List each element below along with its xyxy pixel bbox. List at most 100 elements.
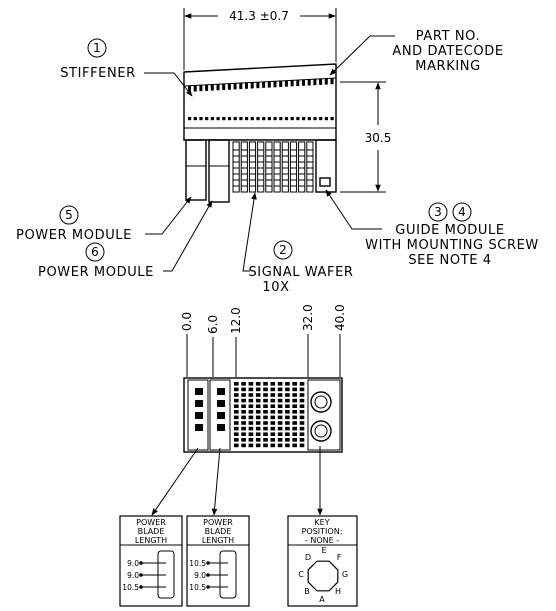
signal-pin bbox=[270, 421, 276, 425]
blade2-title-2: BLADE bbox=[205, 527, 232, 536]
signal-pin bbox=[263, 432, 268, 436]
stiffener-tooth bbox=[296, 80, 300, 87]
pos-label-6: 6.0 bbox=[206, 315, 220, 334]
stiffener-dot bbox=[188, 117, 192, 121]
stiffener-body bbox=[183, 63, 337, 141]
signal-pin bbox=[277, 410, 283, 414]
blade2-title-1: POWER bbox=[203, 518, 233, 527]
stiffener-dot bbox=[222, 117, 226, 121]
signal-pin bbox=[277, 404, 283, 408]
stiffener-dot bbox=[307, 117, 311, 121]
signal-pin bbox=[285, 398, 290, 403]
signal-wafer bbox=[281, 141, 289, 193]
signal-pin bbox=[270, 443, 276, 448]
signal-pin bbox=[277, 387, 283, 392]
part-no-label-2: AND DATECODE bbox=[392, 44, 503, 59]
stiffener-dot bbox=[290, 117, 294, 121]
position-labels: 0.0 6.0 12.0 32.0 40.0 bbox=[180, 304, 347, 334]
guide-module-body bbox=[315, 139, 337, 193]
guide-hole-upper bbox=[310, 391, 332, 413]
signal-pin bbox=[234, 382, 239, 386]
signal-pin bbox=[234, 398, 239, 403]
blade2-leader bbox=[211, 447, 221, 516]
stiffener-dot bbox=[302, 117, 306, 121]
signal-pin bbox=[299, 426, 305, 431]
guide-module-label-1: GUIDE MODULE bbox=[395, 223, 504, 238]
stiffener-dot bbox=[245, 117, 249, 121]
stiffener-tooth bbox=[210, 84, 214, 91]
blade1-title-3: LENGTH bbox=[135, 536, 167, 545]
signal-pin bbox=[255, 387, 261, 392]
power-pin bbox=[217, 424, 225, 431]
signal-pin bbox=[270, 387, 276, 392]
signal-pin bbox=[263, 387, 268, 392]
signal-pin bbox=[234, 426, 239, 431]
stiffener-dot bbox=[273, 117, 277, 121]
stiffener-tooth bbox=[233, 83, 237, 90]
blade2-value-3: 10.5 bbox=[189, 583, 206, 592]
stiffener-tooth bbox=[319, 78, 323, 85]
signal-pin bbox=[270, 415, 276, 420]
blade-lead-dot bbox=[139, 585, 143, 589]
signal-pin bbox=[263, 426, 268, 431]
callout-2: 2 bbox=[279, 243, 287, 257]
signal-pin bbox=[277, 421, 283, 425]
signal-pin bbox=[255, 410, 261, 414]
key-title-1: KEY bbox=[314, 518, 329, 527]
signal-pin bbox=[285, 421, 290, 425]
signal-pin bbox=[292, 421, 297, 425]
stiffener-tooth bbox=[216, 84, 220, 91]
key-letter-f: F bbox=[337, 553, 342, 562]
signal-pin bbox=[270, 393, 276, 397]
stiffener-dot bbox=[296, 117, 300, 121]
signal-pin bbox=[255, 426, 261, 431]
stiffener-tooth bbox=[307, 79, 311, 86]
signal-pin bbox=[299, 393, 305, 397]
signal-wafer bbox=[232, 141, 240, 193]
signal-pin bbox=[248, 426, 254, 431]
signal-pin bbox=[248, 443, 254, 448]
stiffener-tooth bbox=[256, 82, 260, 89]
signal-pin bbox=[241, 404, 246, 408]
signal-pin bbox=[234, 438, 239, 442]
signal-pin bbox=[277, 432, 283, 436]
signal-pin bbox=[234, 415, 239, 420]
stiffener-tooth bbox=[227, 83, 231, 90]
stiffener-dot bbox=[233, 117, 237, 121]
top-view bbox=[59, 8, 472, 272]
stiffener-tooth bbox=[302, 79, 305, 86]
signal-wafer-leader bbox=[242, 192, 257, 272]
stiffener-dot bbox=[313, 117, 317, 121]
signal-pin bbox=[285, 410, 290, 414]
signal-pin bbox=[292, 443, 297, 448]
power-pin bbox=[217, 400, 225, 407]
signal-pin bbox=[299, 398, 305, 403]
signal-pin bbox=[270, 426, 276, 431]
signal-pin bbox=[234, 387, 239, 392]
signal-pin bbox=[248, 393, 254, 397]
signal-pin bbox=[270, 438, 276, 442]
pos-label-40: 40.0 bbox=[333, 304, 347, 331]
stiffener-dot bbox=[256, 117, 260, 121]
signal-pin bbox=[255, 404, 261, 408]
signal-wafer-count: 10X bbox=[262, 280, 289, 295]
signal-pin bbox=[241, 415, 246, 420]
signal-pin bbox=[285, 387, 290, 392]
blade1-title-1: POWER bbox=[136, 518, 166, 527]
stiffener-label: STIFFENER bbox=[60, 66, 136, 81]
power-module-5-body bbox=[185, 139, 207, 201]
stiffener-tooth bbox=[313, 79, 317, 86]
signal-pin bbox=[285, 438, 290, 442]
key-octagon bbox=[307, 560, 339, 592]
signal-wafer bbox=[257, 141, 265, 193]
power-module-6-label: POWER MODULE bbox=[38, 265, 154, 280]
stiffener-dot bbox=[227, 117, 232, 121]
signal-pin bbox=[248, 382, 254, 386]
key-letter-g: G bbox=[342, 570, 348, 579]
stiffener-tooth bbox=[250, 82, 254, 89]
signal-pin bbox=[263, 398, 268, 403]
signal-pin bbox=[248, 398, 254, 403]
signal-pin bbox=[277, 426, 283, 431]
signal-pin bbox=[292, 426, 297, 431]
stiffener-tooth bbox=[245, 82, 248, 89]
